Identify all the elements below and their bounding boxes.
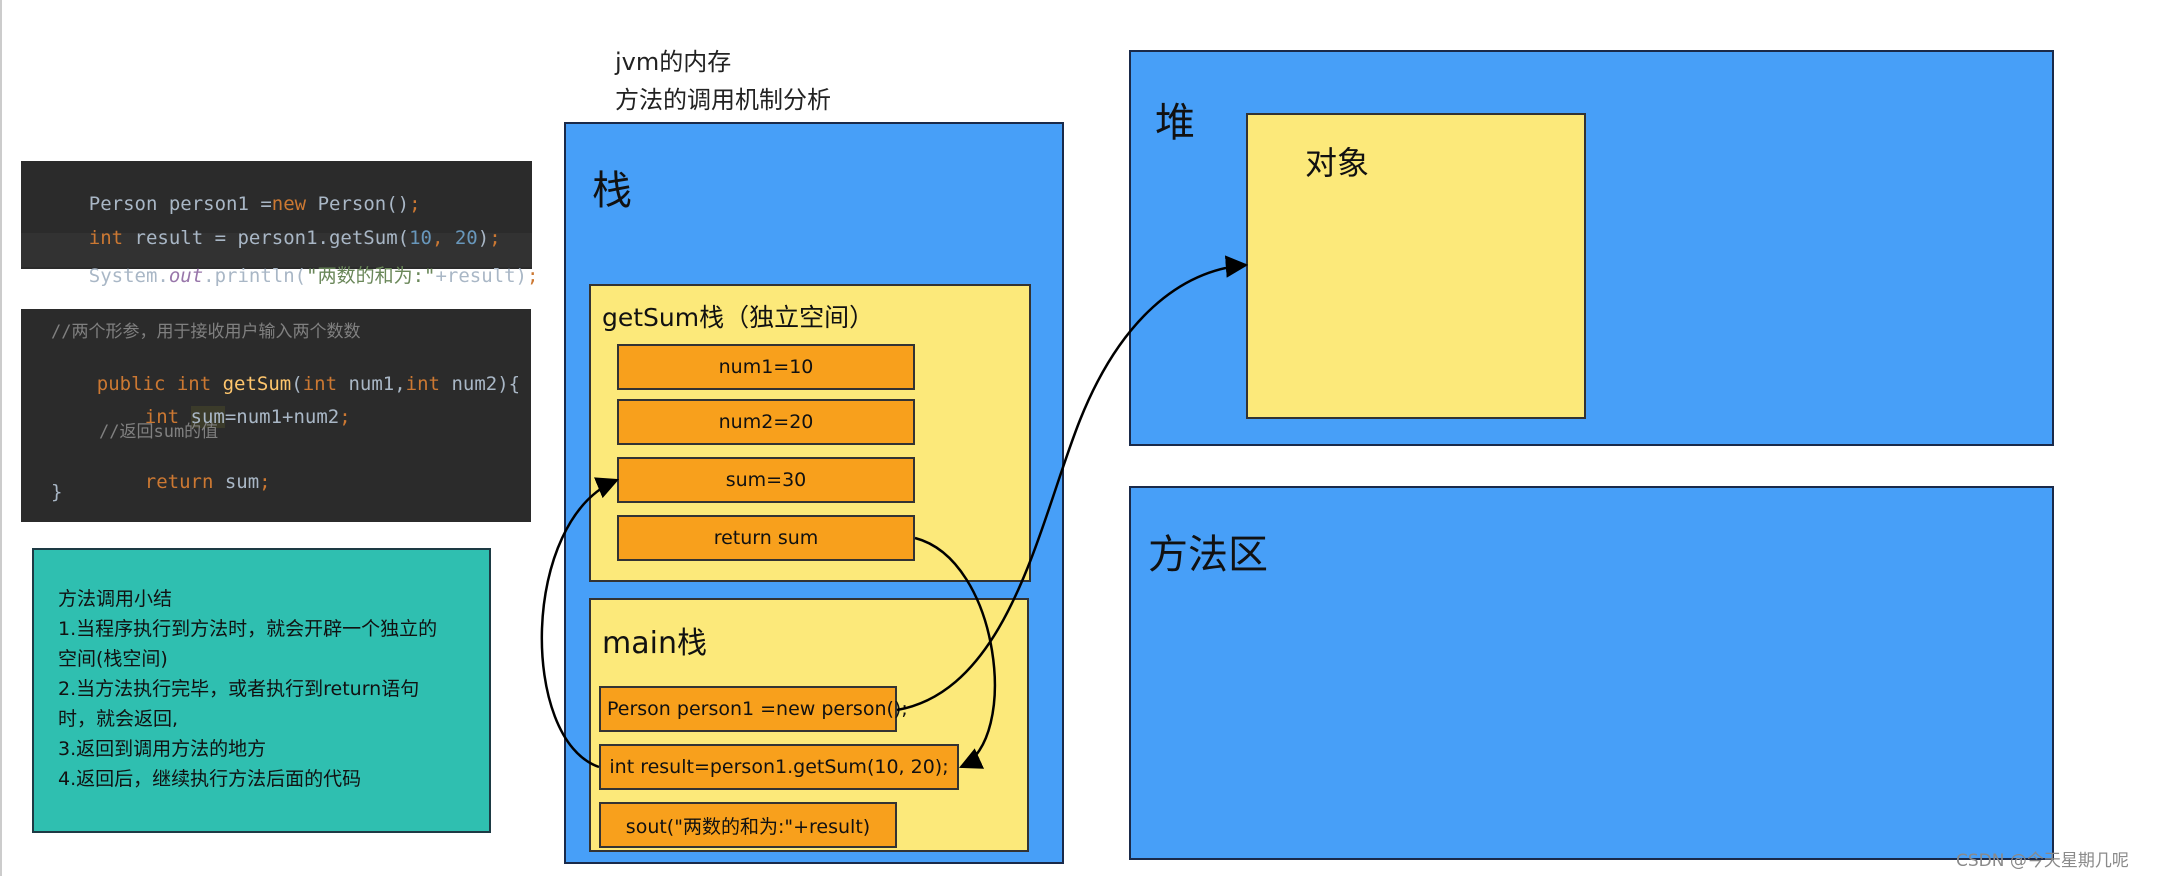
- current-line-highlight: [21, 233, 532, 267]
- heap-object-label: 对象: [1305, 144, 1370, 182]
- getsum-cell-num1: num1=10: [617, 344, 915, 390]
- main-cell-get-sum-call: int result=person1.getSum(10, 20);: [599, 744, 959, 790]
- method-area: [1129, 486, 2054, 860]
- summary-box: 方法调用小结 1.当程序执行到方法时，就会开辟一个独立的 空间(栈空间) 2.当…: [32, 548, 491, 833]
- heap-label: 堆: [1155, 100, 1195, 146]
- heap-object: [1246, 113, 1586, 419]
- summary-line: 1.当程序执行到方法时，就会开辟一个独立的: [58, 618, 438, 640]
- main-cell-print: sout("两数的和为:"+result): [599, 802, 897, 848]
- summary-line: 4.返回后，继续执行方法后面的代码: [58, 768, 362, 790]
- main-cell-new-person: Person person1 =new person();: [599, 686, 908, 732]
- main-frame-label: main栈: [602, 626, 707, 661]
- summary-line: 2.当方法执行完毕，或者执行到return语句: [58, 678, 420, 700]
- getsum-cell-return: return sum: [617, 515, 915, 561]
- summary-line: 3.返回到调用方法的地方: [58, 738, 267, 760]
- code-comment: //返回sum的值: [99, 422, 219, 442]
- summary-line: 方法调用小结: [58, 588, 173, 610]
- code-snippet-call: Person person1 =new Person(); int result…: [21, 161, 538, 287]
- arrow-return-to-main: [914, 536, 996, 769]
- code-line: int sum=num1+num2;: [144, 406, 351, 428]
- code-line: }: [51, 481, 63, 503]
- code-line: System.out.println("两数的和为:"+result);: [88, 265, 539, 287]
- code-line: public int getSum(int num1,int num2){: [96, 373, 521, 395]
- code-line: return sum;: [144, 471, 271, 493]
- getsum-cell-sum: sum=30: [617, 457, 915, 503]
- arrow-call-to-getsum: [540, 477, 620, 769]
- method-area-label: 方法区: [1148, 532, 1268, 578]
- code-snippet-method: //两个形参，用于接收用户输入两个数数 public int getSum(in…: [21, 309, 531, 522]
- code-line: int result = person1.getSum(10, 20);: [88, 227, 501, 249]
- code-comment: //两个形参，用于接收用户输入两个数数: [51, 322, 361, 342]
- getsum-cell-num2: num2=20: [617, 399, 915, 445]
- diagram-title-line2: 方法的调用机制分析: [615, 86, 831, 114]
- left-border: [0, 0, 2, 876]
- summary-line: 时，就会返回,: [58, 708, 179, 730]
- code-line: Person person1 =new Person();: [88, 193, 421, 215]
- diagram-title-line1: jvm的内存: [615, 48, 732, 76]
- getsum-frame-label: getSum栈（独立空间）: [602, 303, 875, 332]
- stack-label: 栈: [592, 168, 632, 214]
- arrow-to-heap-object: [896, 255, 1249, 712]
- summary-line: 空间(栈空间): [58, 648, 168, 670]
- watermark: CSDN @今天星期几呢: [1956, 851, 2129, 871]
